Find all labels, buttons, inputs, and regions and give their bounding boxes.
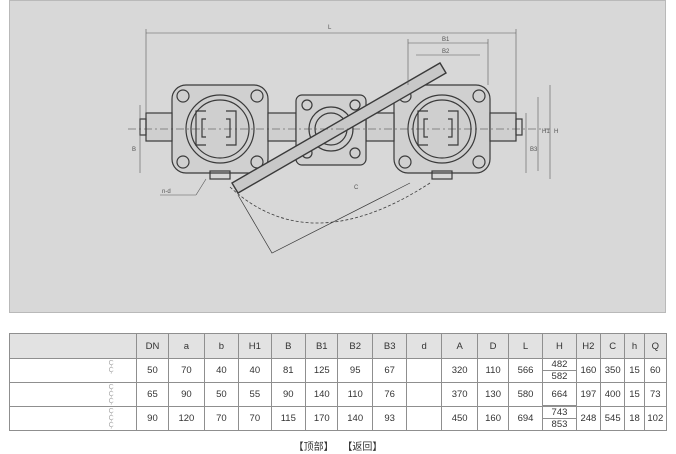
column-header-d-small: d [406,333,442,359]
dimension-label-C: C [354,185,359,191]
column-header-h-small: h [624,333,645,359]
column-header-h: H [542,333,577,359]
column-header-dn: DN [135,333,170,359]
column-header-b3: B3 [371,333,408,359]
cell-h-small: 18 [624,406,645,431]
cell-b: 70 [203,406,240,431]
footer-navigation: 【顶部】 【返回】 [0,442,676,454]
cell-b1: 125 [305,358,339,383]
cell-d-small [406,382,442,407]
cell-dn: 50 [135,358,170,383]
cell-b2: 140 [337,406,373,431]
cell-b3: 67 [371,358,408,383]
cell-b2: 95 [337,358,373,383]
cell-l: 566 [507,358,544,383]
cell-a: 90 [168,382,205,407]
cell-h-top: 664 [543,383,576,406]
model-marks: Ç Ç Ç [108,408,114,429]
dimension-label-B: B [132,147,136,153]
model-cell: Ç Ç [9,358,137,383]
table-row: Ç Ç Ç 90 120 70 70 115 170 140 93 450 16… [9,406,668,431]
column-header-d-upper: D [477,333,509,359]
cell-h-bottom: 582 [551,371,568,382]
cell-b-dim: 81 [270,358,307,383]
cell-b2: 110 [337,382,373,407]
dimension-label-B3: B3 [530,147,538,153]
table-row: Ç Ç 50 70 40 40 81 125 95 67 320 110 566… [9,358,668,383]
cell-l: 694 [507,406,544,431]
valve-drawing: L B1 B2 H H1 B3 B C n-d [128,25,558,254]
model-cell: Ç Ç Ç [9,406,137,431]
model-cell: Ç Ç Ç [9,382,137,407]
cell-a-upper: 450 [440,406,479,431]
model-marks: Ç Ç Ç [108,384,114,405]
cell-d-small [406,358,442,383]
cell-b3: 93 [371,406,408,431]
cell-h-bottom: 853 [551,419,568,430]
cell-a-upper: 320 [440,358,479,383]
cell-b: 50 [203,382,240,407]
model-marks: Ç Ç [108,360,114,374]
cell-b: 40 [203,358,240,383]
dimension-label-nd: n-d [162,189,171,195]
cell-q: 73 [643,382,668,407]
cell-h-small: 15 [624,382,645,407]
cell-d-upper: 160 [477,406,509,431]
dimension-label-B1: B1 [442,37,450,43]
cell-h2: 197 [575,382,602,407]
column-header-a: a [168,333,205,359]
cell-b-dim: 90 [270,382,307,407]
cell-c: 400 [600,382,626,407]
cell-h-top: 743 [543,407,576,419]
table-row: Ç Ç Ç 65 90 50 55 90 140 110 76 370 130 … [9,382,668,407]
cell-a: 120 [168,406,205,431]
cell-q: 102 [643,406,668,431]
cell-h-top: 482 [543,359,576,371]
dimension-label-L: L [328,25,332,31]
cell-h2: 160 [575,358,602,383]
column-header-h1: H1 [238,333,272,359]
cell-h1: 55 [238,382,272,407]
column-header-b2: B2 [337,333,373,359]
dimension-label-B2: B2 [442,49,450,55]
cell-b1: 140 [305,382,339,407]
column-header-h2: H2 [575,333,602,359]
cell-d-upper: 110 [477,358,509,383]
dimension-label-H1: H1 [542,129,550,135]
column-header-b-dim: B [270,333,307,359]
cell-h: 664 [542,382,577,407]
cell-q: 60 [643,358,668,383]
cell-h1: 40 [238,358,272,383]
cell-a: 70 [168,358,205,383]
column-header-c: C [600,333,626,359]
cell-b-dim: 115 [270,406,307,431]
go-back-link[interactable]: 【返回】 [342,442,383,453]
column-header-a-upper: A [440,333,479,359]
column-header-l: L [507,333,544,359]
cell-c: 350 [600,358,626,383]
table-header-row: DN a b H1 B B1 B2 B3 d A D L H H2 C h Q [9,333,668,359]
cell-d-small [406,406,442,431]
column-header-model [9,333,137,359]
cell-d-upper: 130 [477,382,509,407]
back-to-top-link[interactable]: 【顶部】 [293,442,334,453]
cell-h-small: 15 [624,358,645,383]
column-header-b1: B1 [305,333,339,359]
cell-b1: 170 [305,406,339,431]
cell-h1: 70 [238,406,272,431]
cell-c: 545 [600,406,626,431]
column-header-b: b [203,333,240,359]
dimension-label-H: H [554,129,558,135]
cell-dn: 90 [135,406,170,431]
specification-table: DN a b H1 B B1 B2 B3 d A D L H H2 C h Q … [9,333,668,431]
cell-dn: 65 [135,382,170,407]
cell-l: 580 [507,382,544,407]
column-header-q: Q [643,333,668,359]
technical-drawing-panel: L B1 B2 H H1 B3 B C n-d [9,0,666,313]
cell-a-upper: 370 [440,382,479,407]
cell-b3: 76 [371,382,408,407]
cell-h2: 248 [575,406,602,431]
